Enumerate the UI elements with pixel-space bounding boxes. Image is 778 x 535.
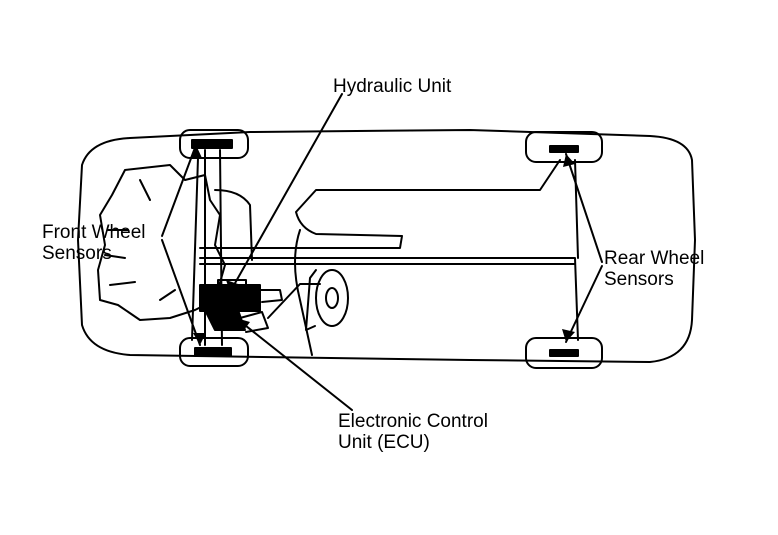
ecu-body [204, 309, 246, 331]
front-left-wheel [179, 129, 249, 159]
front-wheel-sensors-line-2: Sensors [42, 243, 112, 264]
leader-rear-2 [565, 265, 603, 343]
leader-hydraulic [229, 93, 343, 293]
leader-rear-1 [565, 153, 603, 263]
rear-right-wheel [525, 337, 603, 369]
car-body-outline [77, 129, 696, 363]
hydraulic-unit-label: Hydraulic Unit [333, 76, 451, 97]
front-wheel-sensors-line-1: Front Wheel [42, 222, 146, 243]
rear-wheel-sensors-line-2: Sensors [604, 269, 674, 290]
leader-front-2 [161, 239, 201, 346]
ecu-label-line-1: Electronic Control [338, 411, 488, 432]
ecu-label-line-2: Unit (ECU) [338, 432, 430, 453]
leader-ecu [235, 317, 353, 411]
ecu-label: Electronic Control Unit (ECU) [338, 411, 488, 453]
leader-front-1 [161, 144, 197, 237]
front-wheel-sensors-label: Front Wheel Sensors [42, 222, 145, 264]
front-right-wheel [179, 337, 249, 367]
rear-wheel-sensors-line-1: Rear Wheel [604, 248, 705, 269]
rear-wheel-sensors-label: Rear Wheel Sensors [604, 248, 704, 290]
hydraulic-unit-label-text: Hydraulic Unit [333, 76, 452, 97]
rear-left-wheel [525, 131, 603, 163]
steering-wheel [315, 269, 349, 327]
